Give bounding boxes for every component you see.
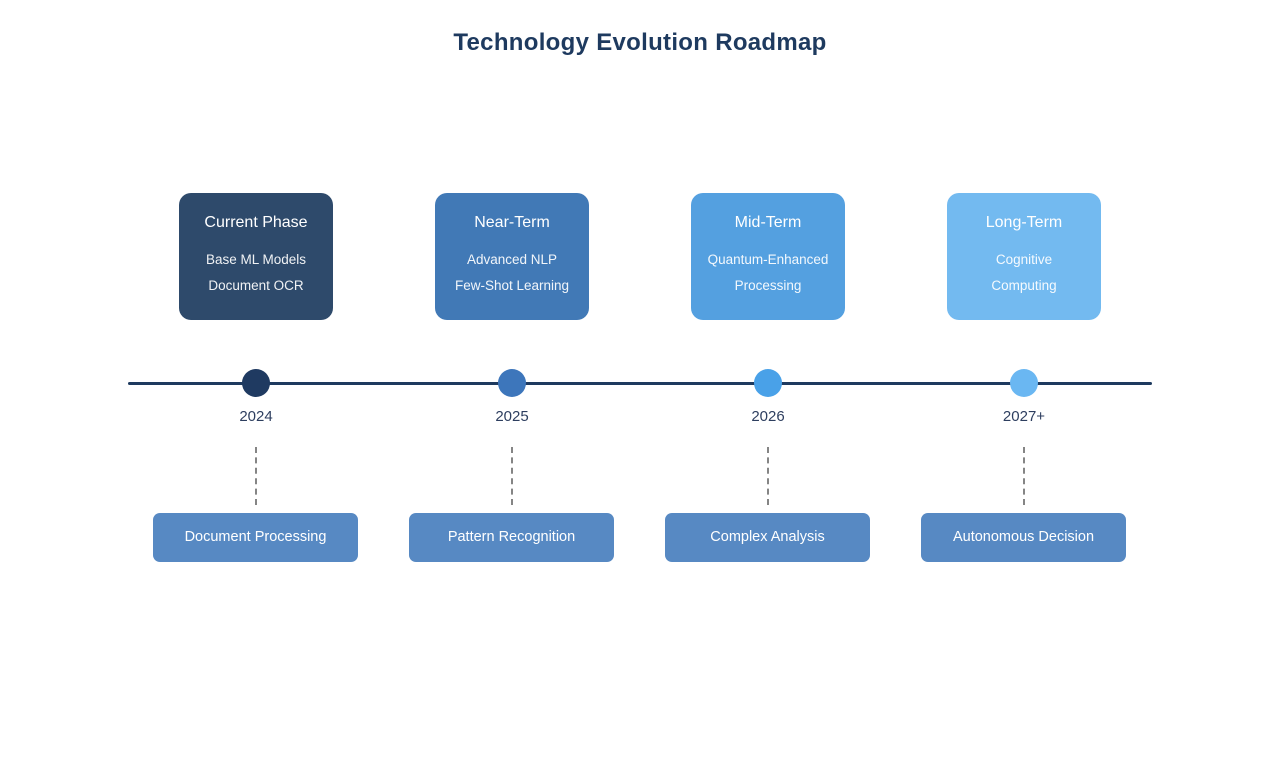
phase-card-title: Long-Term — [985, 214, 1063, 231]
phase-card-item: Quantum-Enhanced — [707, 252, 829, 267]
page-title: Technology Evolution Roadmap — [453, 29, 827, 56]
phase-card-title: Current Phase — [204, 214, 308, 231]
phase-card-items: Base ML Models Document OCR — [179, 247, 333, 299]
phase-card-item: Processing — [734, 278, 802, 293]
phase-card-item: Advanced NLP — [466, 252, 558, 267]
milestone-box: Autonomous Decision — [921, 513, 1126, 562]
year-label: 2027+ — [1002, 408, 1046, 425]
phase-card: Mid-Term Quantum-Enhanced Processing — [691, 193, 845, 320]
timeline-dot — [242, 369, 270, 397]
timeline-line — [128, 382, 1152, 385]
milestone-box: Complex Analysis — [665, 513, 870, 562]
timeline-dot — [754, 369, 782, 397]
year-label: 2025 — [495, 408, 529, 425]
year-label: 2024 — [239, 408, 273, 425]
phase-card-item: Document OCR — [208, 278, 304, 293]
timeline-dot — [1010, 369, 1038, 397]
phase-card: Current Phase Base ML Models Document OC… — [179, 193, 333, 320]
phase-column-current: Current Phase Base ML Models Document OC… — [151, 0, 361, 768]
phase-card-items: Cognitive Computing — [947, 247, 1101, 299]
phase-card-items: Advanced NLP Few-Shot Learning — [435, 247, 589, 299]
phase-card-items: Quantum-Enhanced Processing — [691, 247, 845, 299]
phase-card: Long-Term Cognitive Computing — [947, 193, 1101, 320]
phase-card-title: Near-Term — [474, 214, 550, 231]
connector-dashed-line — [767, 447, 769, 505]
milestone-box: Pattern Recognition — [409, 513, 614, 562]
phase-column-mid-term: Mid-Term Quantum-Enhanced Processing 202… — [663, 0, 873, 768]
phase-column-long-term: Long-Term Cognitive Computing 2027+ Auto… — [919, 0, 1129, 768]
milestone-box: Document Processing — [153, 513, 358, 562]
phase-card: Near-Term Advanced NLP Few-Shot Learning — [435, 193, 589, 320]
timeline-dot — [498, 369, 526, 397]
phase-card-item: Few-Shot Learning — [454, 278, 570, 293]
phase-card-item: Computing — [991, 278, 1057, 293]
phase-card-item: Cognitive — [995, 252, 1053, 267]
year-label: 2026 — [751, 408, 785, 425]
connector-dashed-line — [255, 447, 257, 505]
phase-column-near-term: Near-Term Advanced NLP Few-Shot Learning… — [407, 0, 617, 768]
connector-dashed-line — [511, 447, 513, 505]
connector-dashed-line — [1023, 447, 1025, 505]
phase-card-item: Base ML Models — [205, 252, 307, 267]
phase-card-title: Mid-Term — [734, 214, 802, 231]
